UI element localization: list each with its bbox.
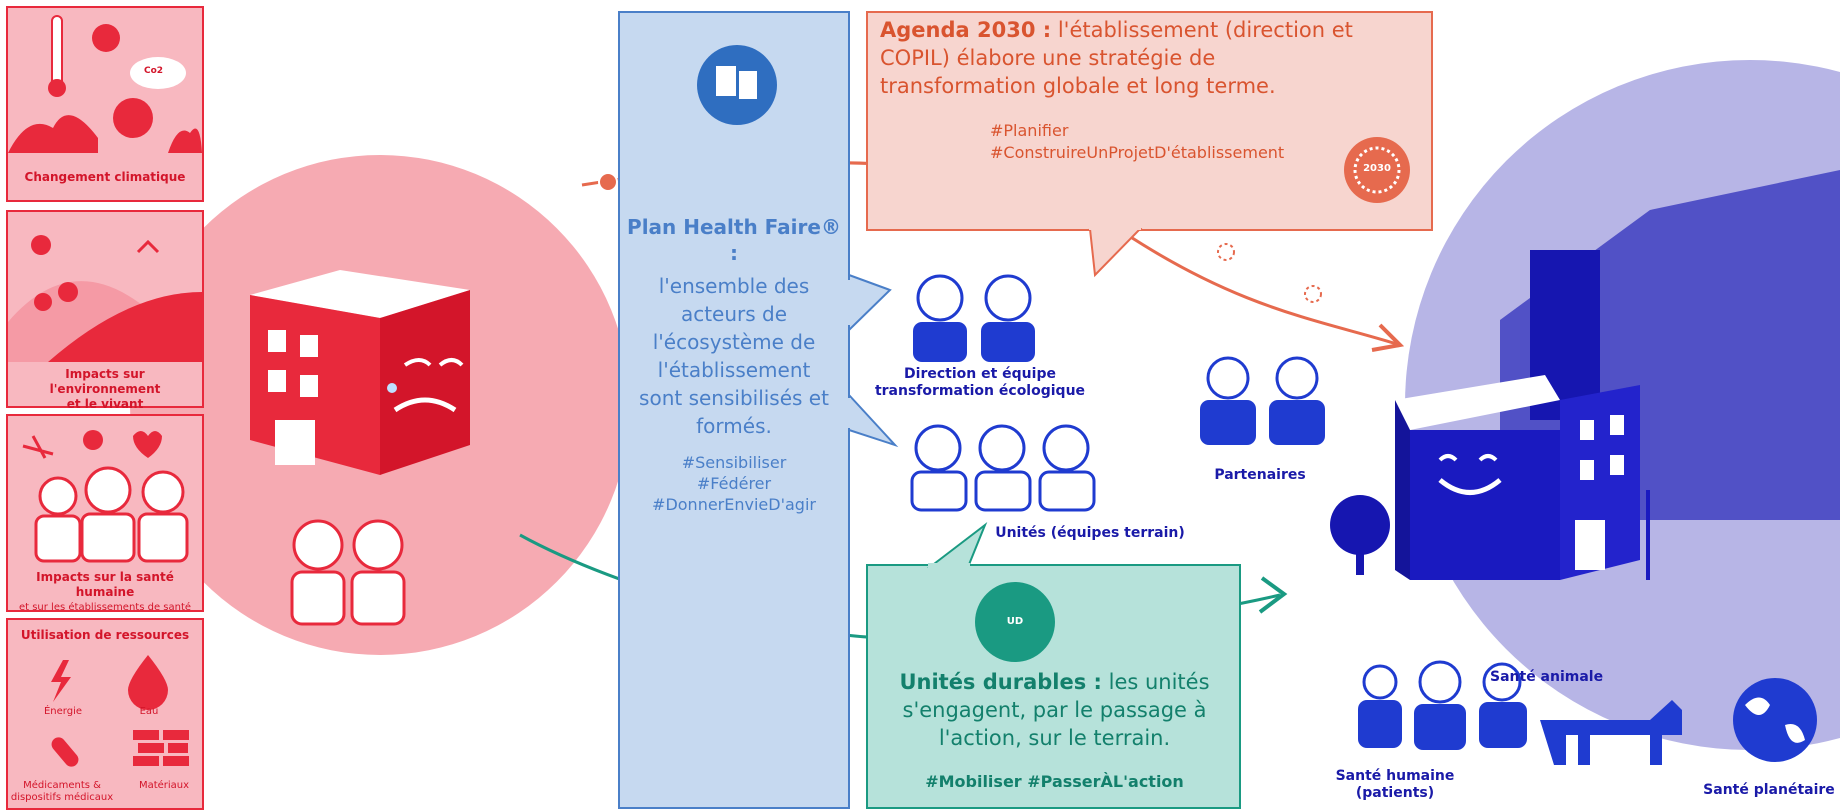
outcome-icons [1358, 660, 1817, 765]
plan-title-1: Plan Health Faire® [627, 215, 841, 239]
actors-icons [910, 274, 1325, 512]
ud-badge-icon [975, 582, 1055, 662]
medicaments-label-2: dispositifs médicaux [10, 792, 114, 803]
panel-health: Impacts sur la santé humaine et sur les … [6, 414, 204, 615]
health-label: Impacts sur la santé humaine et sur les … [8, 570, 202, 615]
sante-animale-label: Santé animale [1490, 669, 1604, 685]
ud-lead: Unités durables : [899, 670, 1102, 694]
energy-icon [51, 660, 71, 702]
agenda-panel [866, 11, 1433, 231]
health-label-2: et sur les établissements de santé [18, 602, 192, 613]
climate-co2-label: Co2 [144, 66, 164, 76]
agenda-text-2: COPIL) élabore une stratégie de [880, 46, 1216, 70]
plan-tags: #Sensibiliser #Fédérer #DonnerEnvieD'agi… [622, 452, 846, 515]
medicaments-label-1: Médicaments & [23, 780, 101, 791]
plan-title-2: : [730, 241, 738, 265]
environment-icons [8, 235, 202, 372]
plan-tag-1: #Sensibiliser [681, 453, 787, 472]
environment-label-1: Impacts sur l'environnement [49, 367, 161, 396]
sante-planetaire-label: Santé planétaire [1703, 782, 1835, 798]
panel-resources: Utilisation de ressources Énergie Eau Mé… [6, 618, 204, 810]
ud-text-3: l'action, sur le terrain. [938, 726, 1171, 750]
agenda-text-1: l'établissement (direction et [1051, 18, 1353, 42]
sad-staff-icon [290, 519, 406, 626]
health-label-1: Impacts sur la santé humaine [36, 570, 174, 599]
unites-label: Unités (équipes terrain) [995, 525, 1185, 541]
environment-label-2: et le vivant [66, 397, 144, 411]
sante-humaine-label-2: (patients) [1355, 785, 1435, 801]
agenda-tags: #Planifier #ConstruireUnProjetD'établiss… [990, 120, 1340, 164]
medicaments-label: Médicaments & dispositifs médicaux [8, 780, 116, 804]
resources-title: Utilisation de ressources [20, 628, 190, 642]
happy-building-icon [1330, 250, 1650, 580]
plan-body-1: l'ensemble des [658, 274, 810, 298]
ud-text: Unités durables : les unités s'engagent,… [872, 668, 1237, 752]
environment-label: Impacts sur l'environnement et le vivant [8, 367, 202, 412]
agenda-badge-label: 2030 [1363, 163, 1391, 174]
globe-icon [1733, 678, 1817, 762]
plan-tag-2: #Fédérer [696, 474, 772, 493]
plan-body: l'ensemble des acteurs de l'écosystème d… [622, 272, 846, 440]
plan-panel [618, 11, 850, 809]
pill-icon [51, 737, 79, 767]
plan-body-2: acteurs de [680, 302, 788, 326]
water-icon [128, 655, 168, 710]
ud-text-2: s'engagent, par le passage à [902, 698, 1207, 722]
health-icons [22, 430, 189, 563]
climate-icons [8, 15, 202, 153]
direction-label: Direction et équipe transformation écolo… [870, 366, 1090, 400]
cow-icon [1540, 700, 1682, 765]
sante-humaine-label: Santé humaine (patients) [1320, 768, 1470, 802]
agenda-text: Agenda 2030 : l'établissement (direction… [880, 16, 1420, 100]
panel-environment: Impacts sur l'environnement et le vivant [6, 210, 204, 411]
plan-body-5: sont sensibilisés et [639, 386, 829, 410]
eau-label: Eau [139, 706, 159, 717]
plan-tag-3: #DonnerEnvieD'agir [652, 495, 816, 514]
plan-body-6: formés. [696, 414, 772, 438]
ud-panel [866, 564, 1241, 809]
agenda-text-3: transformation globale et long terme. [880, 74, 1276, 98]
materiaux-label: Matériaux [138, 780, 190, 791]
panel-climate: Co2 Changement climatique [6, 6, 204, 202]
plan-body-4: l'établissement [657, 358, 811, 382]
climate-label: Changement climatique [24, 170, 186, 184]
ud-badge-label: UD [1006, 616, 1024, 627]
agenda-lead: Agenda 2030 : [880, 18, 1052, 42]
ud-tags: #Mobiliser #PasserÀL'action [925, 772, 1184, 791]
partenaires-label: Partenaires [1214, 467, 1306, 483]
plan-body-3: l'écosystème de [652, 330, 816, 354]
direction-label-1: Direction et équipe [904, 366, 1056, 382]
agenda-tag-2: #ConstruireUnProjetD'établissement [990, 143, 1285, 162]
sante-humaine-label-1: Santé humaine [1335, 768, 1455, 784]
direction-label-2: transformation écologique [874, 383, 1086, 399]
resources-icons [51, 655, 189, 767]
energie-label: Énergie [43, 706, 83, 717]
bricks-icon [133, 730, 189, 766]
plan-title: Plan Health Faire® : [622, 214, 846, 266]
agenda-tag-1: #Planifier [990, 121, 1069, 140]
sad-building-icon [250, 270, 470, 475]
ud-text-1: les unités [1101, 670, 1210, 694]
